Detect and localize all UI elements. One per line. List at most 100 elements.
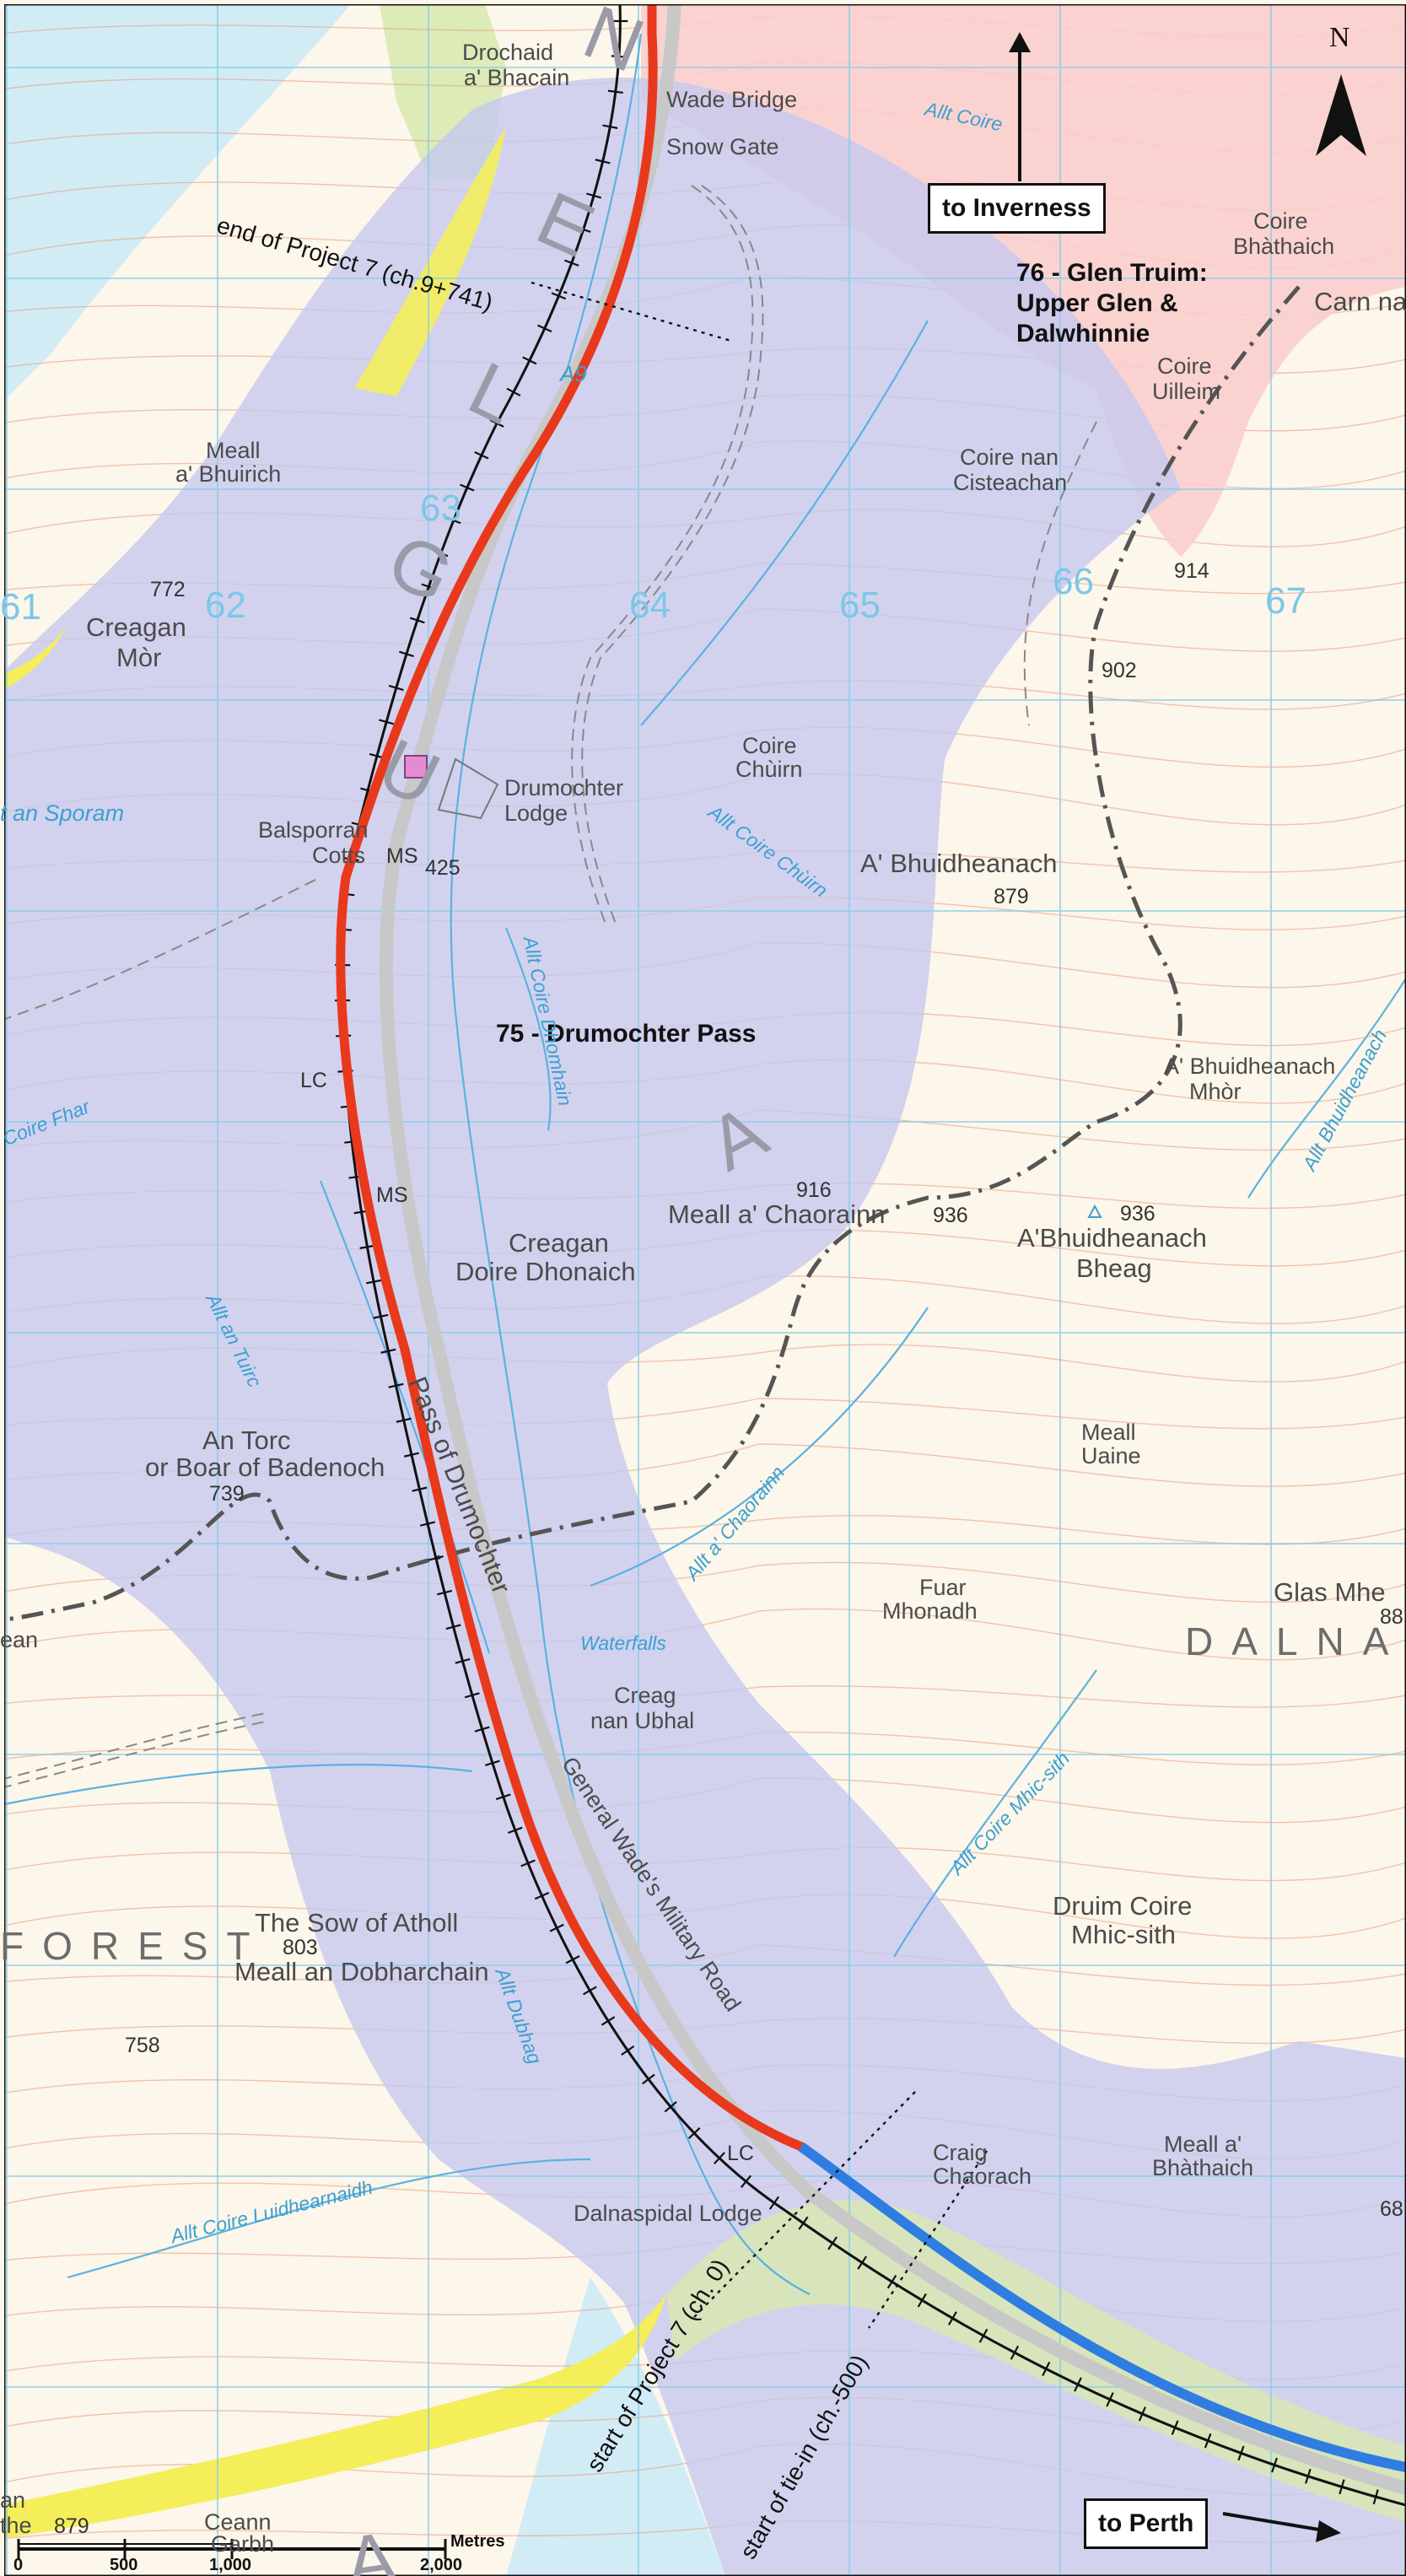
- railway-tick: [917, 2293, 927, 2308]
- height-902: 902: [1102, 659, 1137, 682]
- place-balsporran-1: Balsporran: [258, 817, 369, 843]
- place-coire-uilleim-2: Uilleim: [1152, 379, 1220, 404]
- height-772: 772: [150, 578, 186, 601]
- grid-number-67: 67: [1265, 580, 1306, 622]
- railway-tick: [373, 1313, 389, 1319]
- rivers: [4, 33, 1406, 2295]
- start-chainage-line: [691, 2091, 916, 2320]
- label-ms-1: MS: [386, 844, 418, 868]
- railway-tick: [607, 89, 623, 94]
- place-creagan-doire-1: Creagan: [509, 1228, 609, 1258]
- place-meall-a-bhathaich-2: Bhàthaich: [1152, 2155, 1254, 2180]
- height-68: 68: [1380, 2197, 1403, 2221]
- grid-number-62: 62: [205, 585, 246, 626]
- railway-tick: [886, 2274, 897, 2289]
- height-914: 914: [1174, 559, 1209, 583]
- place-creagan-mor-2: Mòr: [116, 643, 162, 672]
- railway-tick: [359, 1244, 375, 1249]
- railway-tick: [768, 2196, 780, 2210]
- railway-tick: [713, 2152, 725, 2164]
- boundary-lines: [4, 285, 1301, 1622]
- area-75-label: 75 - Drumochter Pass: [496, 1020, 757, 1048]
- loch-garry: [506, 2277, 725, 2576]
- railway-tick: [446, 516, 461, 525]
- railway-tick: [563, 259, 579, 267]
- railway-tick: [1171, 2420, 1179, 2435]
- label-ms-2: MS: [376, 1183, 408, 1207]
- height-425: 425: [425, 856, 461, 880]
- railway-tick: [399, 650, 414, 658]
- place-sow-of-atholl: The Sow of Atholl: [255, 1908, 459, 1937]
- railway-line: [341, 4, 1406, 2507]
- arrow-to-perth-head: [1316, 2520, 1341, 2542]
- place-druim-coire-1: Druim Coire: [1053, 1891, 1193, 1921]
- railway-tick: [428, 1555, 444, 1561]
- railway-tick: [420, 1521, 436, 1527]
- place-meall-bhuirich-1: Meall: [206, 438, 261, 463]
- chainage-markers: [531, 281, 988, 2329]
- arrow-to-perth-shaft: [1222, 2512, 1325, 2532]
- railway-tick: [522, 356, 537, 365]
- north-label: N: [1329, 22, 1350, 53]
- railway-tick: [433, 549, 449, 558]
- to-perth-box: to Perth: [1084, 2498, 1209, 2549]
- stream-bhuidheanach: [1247, 978, 1406, 1199]
- place-coire-uilleim-1: Coire: [1157, 353, 1212, 379]
- railway-tick: [366, 1279, 382, 1285]
- place-creagan-mor-1: Creagan: [86, 612, 186, 642]
- place-meall-uaine-2: Uaine: [1081, 1443, 1141, 1469]
- label-lc-1: LC: [300, 1069, 327, 1092]
- project-7-route: [336, 4, 806, 2152]
- railway-tick: [827, 2236, 838, 2250]
- place-coire-nan-cist-1: Coire nan: [960, 445, 1059, 470]
- railway-tick: [396, 1417, 412, 1423]
- railway-tick: [421, 583, 437, 590]
- scale-tick-2000: 2,000: [420, 2556, 463, 2574]
- place-a-bhuidheanach-bheag-1: A'Bhuidheanach: [1017, 1223, 1207, 1253]
- railway-tick: [1372, 2489, 1379, 2505]
- stream-luidhearnaidh: [67, 2158, 591, 2279]
- place-fuar-mhonadh-2: Mhonadh: [882, 1598, 978, 1624]
- grid-number-65: 65: [839, 585, 881, 626]
- place-an-sporam: t an Sporam: [0, 800, 125, 826]
- place-creag-nan-ubhal-2: nan Ubhal: [590, 1708, 695, 1733]
- height-739: 739: [209, 1482, 245, 1506]
- railway-tick: [1237, 2445, 1245, 2461]
- grid-number-61: 61: [0, 586, 41, 628]
- railway-tick: [507, 1826, 523, 1835]
- place-ean: ean: [0, 1627, 39, 1652]
- to-inverness-box: to Inverness: [928, 183, 1106, 234]
- scale-unit: Metres: [450, 2532, 505, 2551]
- stream-allt-an-tuirc: [319, 1180, 491, 1654]
- dalna-word: DALNA: [1185, 1619, 1406, 1663]
- railway-tick: [380, 1348, 396, 1354]
- place-craig-chaorach-1: Craig: [933, 2140, 988, 2165]
- railway-tick: [575, 226, 591, 233]
- place-carn-na: Carn na: [1314, 287, 1406, 316]
- scale-tick-1000: 1,000: [209, 2556, 252, 2574]
- area-75-drumochter-pass: [4, 77, 1406, 2576]
- place-glas-mhe: Glas Mhe: [1274, 1577, 1386, 1607]
- place-coire-nan-cist-2: Cisteachan: [953, 470, 1068, 495]
- place-creagan-doire-2: Doire Dhonaich: [455, 1257, 636, 1286]
- railway-tick: [1204, 2433, 1212, 2449]
- railway-tick: [1271, 2457, 1278, 2473]
- railway-tick: [460, 483, 475, 492]
- water-waterfalls: Waterfalls: [580, 1632, 666, 1654]
- place-drumochter-lodge-2: Lodge: [504, 800, 568, 826]
- place-meall-a-bhathaich-1: Meall a': [1164, 2131, 1242, 2157]
- place-an-torc-2: or Boar of Badenoch: [145, 1452, 385, 1482]
- railway-tick: [412, 1486, 428, 1492]
- height-803: 803: [283, 1936, 318, 1959]
- place-meall-chaorainn: Meall a' Chaorainn: [668, 1199, 886, 1229]
- grid-number-66: 66: [1053, 561, 1094, 602]
- railway-tick: [947, 2311, 957, 2325]
- railway-tick: [549, 1923, 564, 1932]
- stream-coire-dhomhain: [504, 927, 552, 1131]
- label-lc-2: LC: [727, 2142, 754, 2165]
- railway-tick: [687, 2127, 701, 2139]
- tie-in-strip: [666, 2200, 1406, 2522]
- height-936-a: 936: [933, 1204, 968, 1227]
- railway-tick: [403, 1452, 419, 1458]
